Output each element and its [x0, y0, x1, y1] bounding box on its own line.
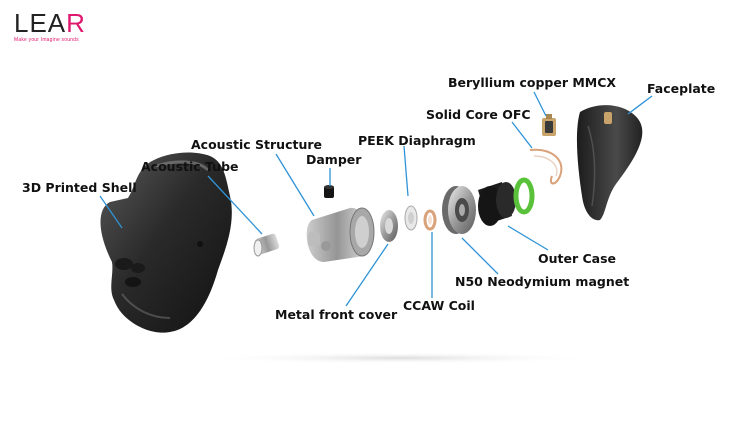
leader-line-tube: [207, 175, 263, 235]
faceplate-part: [576, 105, 643, 221]
leader-line-diaphragm: [403, 145, 409, 197]
logo-tagline: Make your Imagine sounds: [14, 37, 79, 43]
leader-line-ofc: [511, 121, 533, 149]
metal-front-cover-part: [380, 210, 398, 242]
label-faceplate: Faceplate: [647, 81, 716, 96]
green-ring-part: [513, 177, 535, 215]
label-metal-front-cover: Metal front cover: [275, 307, 398, 322]
brand-logo: LEAR Make your Imagine sounds: [14, 10, 86, 43]
ofc-wire-part: [529, 148, 563, 185]
ccaw-coil-part: [423, 209, 437, 231]
magnet-part: [442, 186, 476, 234]
leader-line-mmcx: [533, 91, 547, 117]
label-acoustic-structure: Acoustic Structure: [191, 137, 322, 152]
leader-line-shell: [99, 195, 123, 229]
label-damper: Damper: [306, 152, 362, 167]
logo-text-main: LEA: [14, 8, 67, 38]
logo-text-accent: R: [66, 8, 86, 38]
logo-wordmark: LEAR: [14, 10, 86, 36]
leader-line-outer-case: [507, 225, 549, 251]
acoustic-tube-part: [253, 233, 280, 257]
label-mmcx: Beryllium copper MMCX: [448, 75, 617, 90]
ground-shadow: [200, 352, 600, 364]
label-peek-diaphragm: PEEK Diaphragm: [358, 133, 476, 148]
label-outer-case: Outer Case: [538, 251, 617, 266]
leader-line-faceplate: [627, 95, 653, 115]
acoustic-structure-part: [306, 207, 375, 262]
leader-line-front-cover: [345, 243, 389, 307]
label-printed-shell: 3D Printed Shell: [22, 180, 137, 195]
mmcx-part: [542, 114, 556, 136]
label-ccaw-coil: CCAW Coil: [403, 298, 475, 313]
outer-case-part: [478, 182, 516, 226]
printed-shell-part: [100, 152, 232, 333]
leader-line-structure: [275, 153, 315, 217]
peek-diaphragm-part: [404, 205, 418, 231]
damper-part: [324, 185, 334, 198]
leader-line-magnet: [461, 237, 499, 275]
label-acoustic-tube: Acoustic Tube: [141, 159, 239, 174]
label-magnet: N50 Neodymium magnet: [455, 274, 630, 289]
label-solid-core-ofc: Solid Core OFC: [426, 107, 531, 122]
